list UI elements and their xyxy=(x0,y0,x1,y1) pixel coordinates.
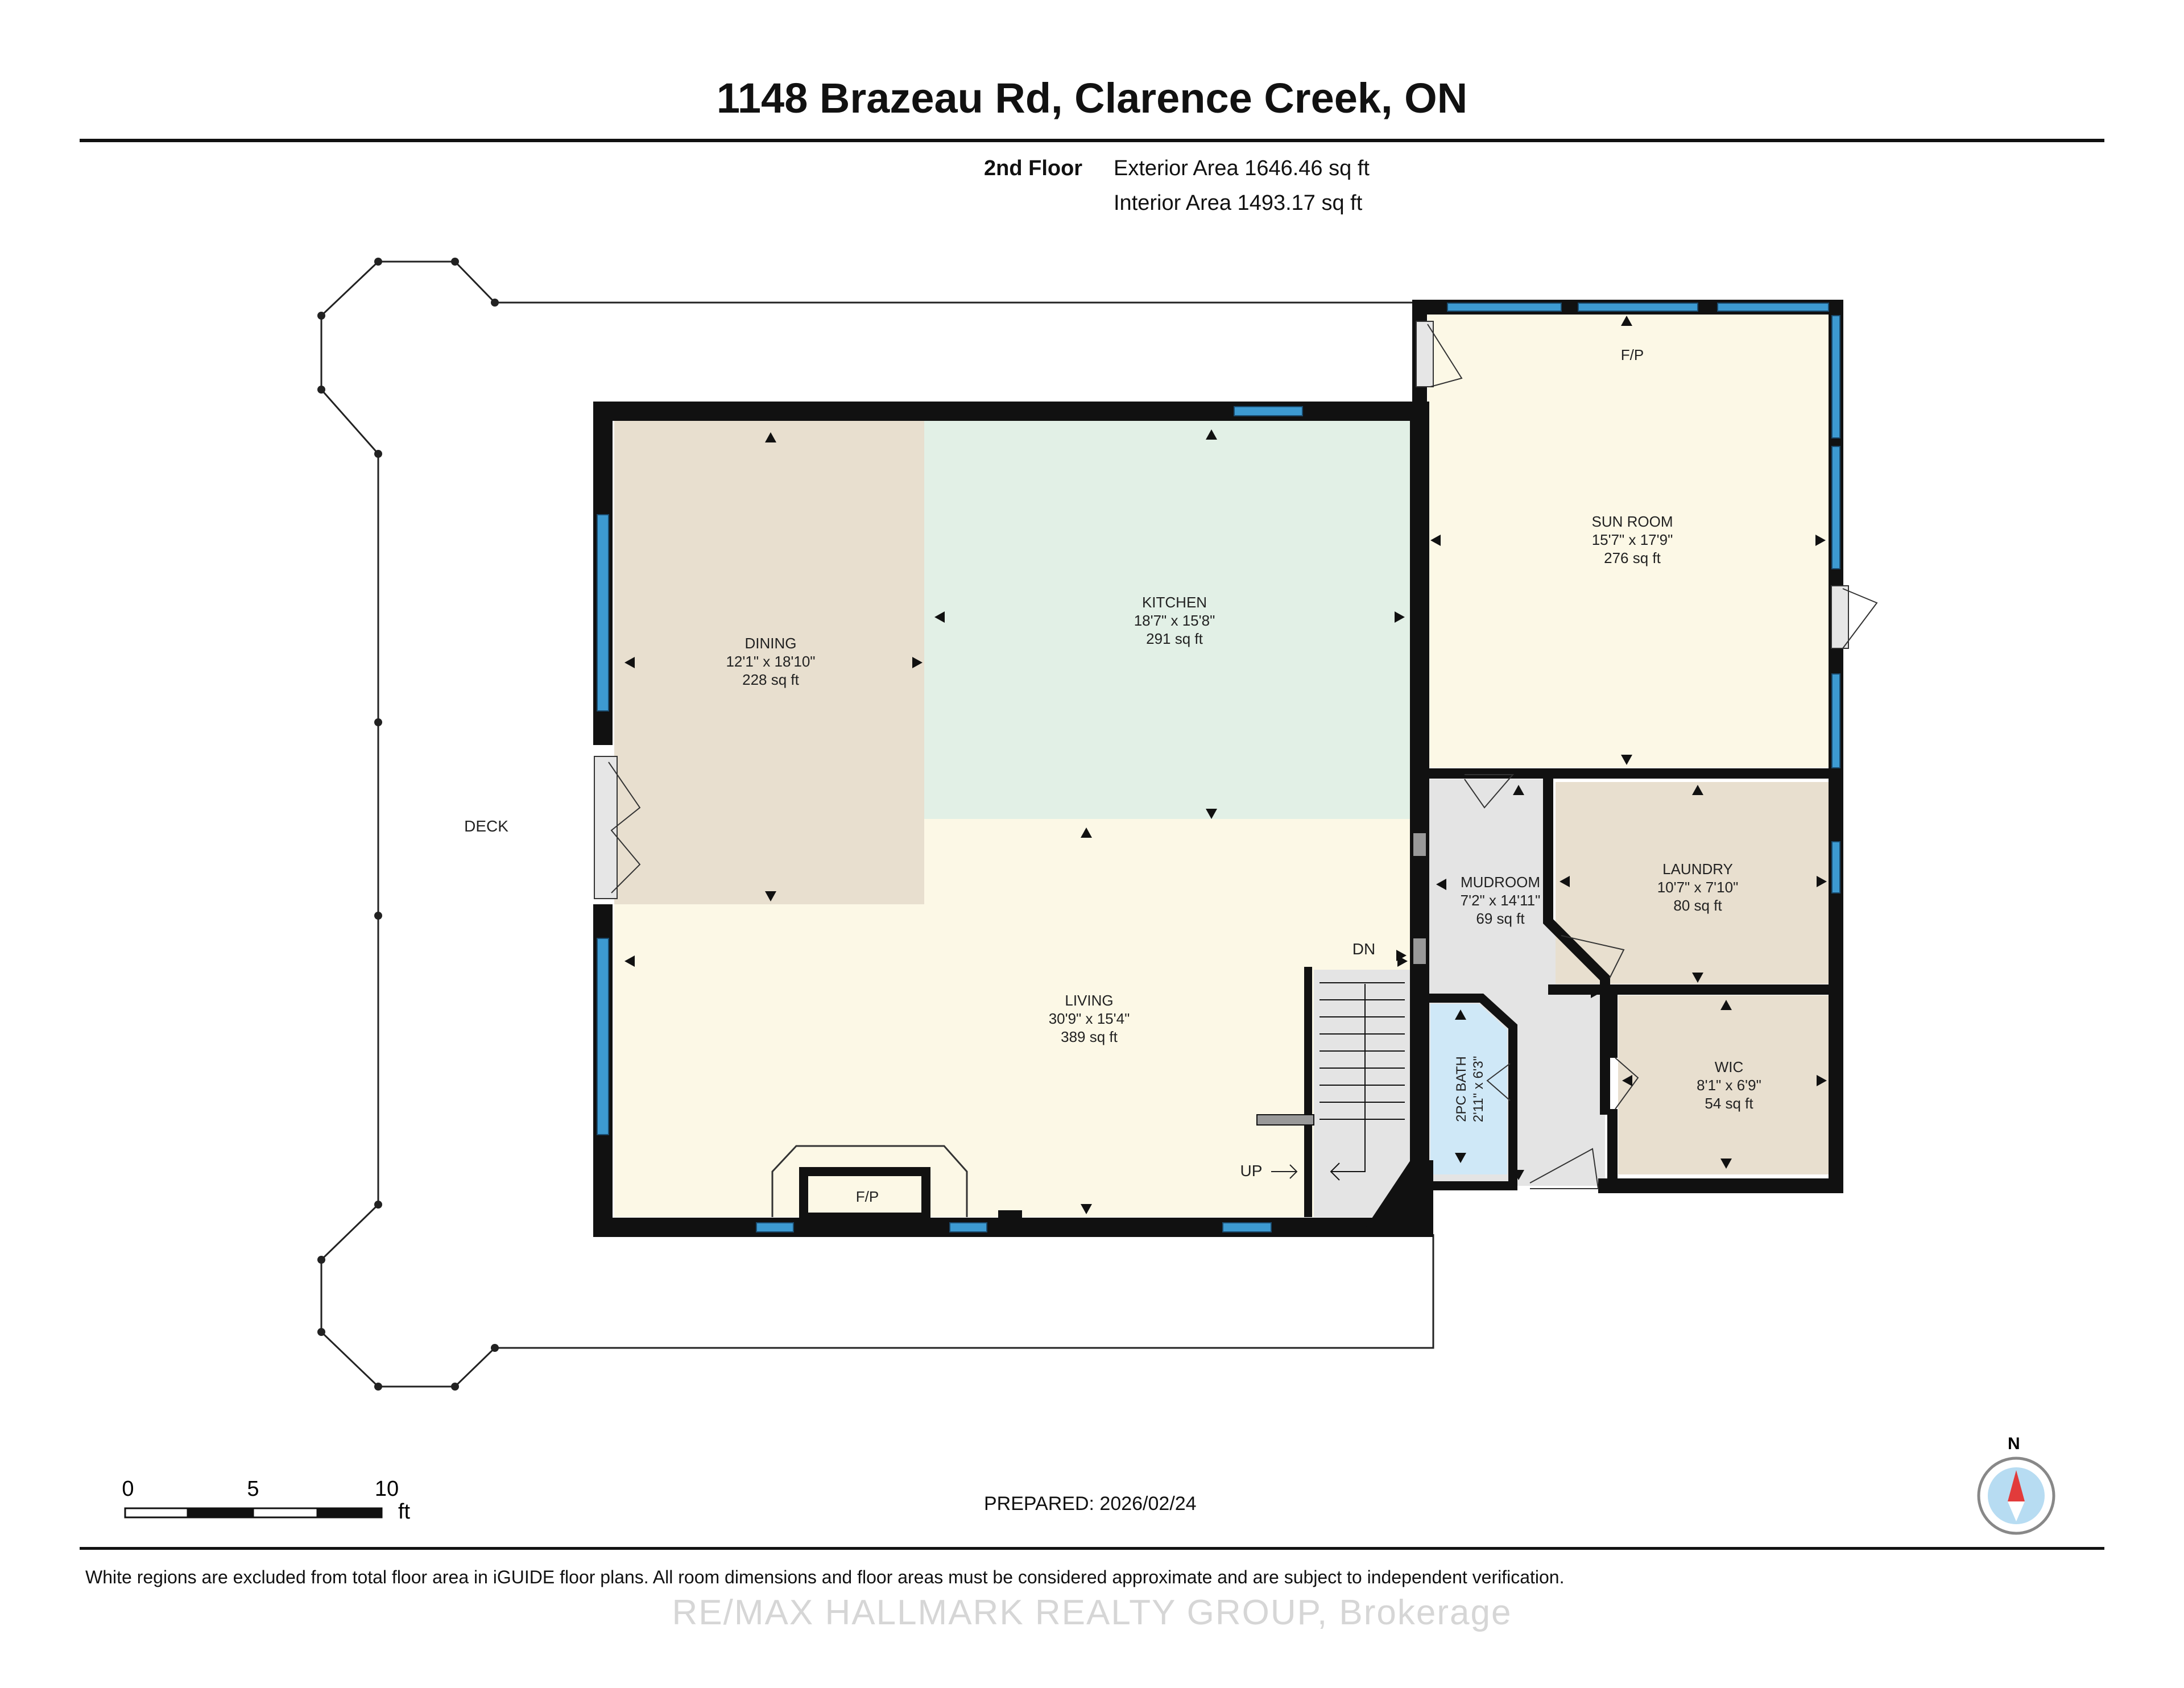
stair-corner xyxy=(1359,1160,1433,1237)
laundry-dims: 10'7" x 7'10" xyxy=(1657,879,1739,896)
living-dims: 30'9" x 15'4" xyxy=(1049,1010,1130,1027)
exterior-area: Exterior Area 1646.46 sq ft xyxy=(1114,156,1370,180)
up-arrow xyxy=(1271,1164,1298,1179)
sunroom-name: SUN ROOM xyxy=(1592,513,1673,530)
interior-area: Interior Area 1493.17 sq ft xyxy=(1114,191,1363,215)
bath-label: 2PC BATH 2'11" x 6'3" xyxy=(1454,1056,1486,1123)
compass-north-label: N xyxy=(2008,1434,2020,1453)
mudroom-name: MUDROOM xyxy=(1461,874,1540,891)
windows xyxy=(597,303,1840,1232)
scale-bar xyxy=(124,1507,383,1519)
mudroom-label: MUDROOM 7'2" x 14'11" 69 sq ft xyxy=(1461,874,1541,927)
deck-label: DECK xyxy=(464,817,508,835)
dining-dims: 12'1" x 18'10" xyxy=(726,653,815,670)
scale-unit: ft xyxy=(398,1500,411,1524)
wic-fill xyxy=(1618,995,1829,1174)
scale-tick-5: 5 xyxy=(247,1477,259,1501)
dining-fill xyxy=(614,421,924,904)
stair-treads xyxy=(1256,982,1405,1181)
mudroom-dims: 7'2" x 14'11" xyxy=(1461,892,1541,909)
deck-post-dots xyxy=(317,258,499,1391)
sunroom-dims: 15'7" x 17'9" xyxy=(1592,531,1673,548)
dining-label: DINING 12'1" x 18'10" 228 sq ft xyxy=(726,635,815,688)
header-divider xyxy=(80,139,2104,142)
page-title: 1148 Brazeau Rd, Clarence Creek, ON xyxy=(716,75,1468,122)
scale-tick-10: 10 xyxy=(375,1477,399,1501)
mudroom-area: 69 sq ft xyxy=(1476,910,1525,927)
bath-name: 2PC BATH xyxy=(1454,1056,1469,1122)
stairs-fill xyxy=(1314,970,1410,1217)
laundry-name: LAUNDRY xyxy=(1662,860,1733,878)
dimension-arrows xyxy=(624,316,1827,1214)
wic-label: WIC 8'1" x 6'9" 54 sq ft xyxy=(1697,1058,1761,1112)
kitchen-fill xyxy=(924,421,1410,819)
floor-label: 2nd Floor xyxy=(984,156,1083,180)
kitchen-name: KITCHEN xyxy=(1142,594,1207,611)
sunroom-label: SUN ROOM 15'7" x 17'9" 276 sq ft F/P xyxy=(1592,346,1673,566)
bath-fill xyxy=(1430,1004,1507,1174)
laundry-fill xyxy=(1556,782,1829,984)
stairs-up-label: UP xyxy=(1240,1162,1263,1180)
laundry-label: LAUNDRY 10'7" x 7'10" 80 sq ft xyxy=(1657,860,1739,914)
mudroom-opening-top xyxy=(1413,833,1426,856)
doors xyxy=(594,321,1878,1189)
kitchen-label: KITCHEN 18'7" x 15'8" 291 sq ft xyxy=(1134,594,1215,647)
wic-area: 54 sq ft xyxy=(1705,1095,1753,1112)
laundry-area: 80 sq ft xyxy=(1673,897,1722,914)
footer-divider xyxy=(80,1547,2104,1550)
compass-icon xyxy=(1977,1457,2055,1535)
dining-area: 228 sq ft xyxy=(742,671,800,688)
disclaimer: White regions are excluded from total fl… xyxy=(85,1567,1565,1587)
living-name: LIVING xyxy=(1065,992,1113,1009)
dining-name: DINING xyxy=(745,635,797,652)
watermark: RE/MAX HALLMARK REALTY GROUP, Brokerage xyxy=(672,1593,1512,1632)
mudroom-opening-bottom xyxy=(1413,938,1426,964)
fireplace xyxy=(771,1145,1022,1223)
kitchen-area: 291 sq ft xyxy=(1146,630,1203,647)
wic-name: WIC xyxy=(1715,1058,1744,1075)
prepared-date: PREPARED: 2026/02/24 xyxy=(984,1493,1197,1515)
sunroom-area: 276 sq ft xyxy=(1604,549,1661,566)
living-area: 389 sq ft xyxy=(1061,1028,1118,1045)
sunroom-fill xyxy=(1428,310,1830,768)
scale-tick-0: 0 xyxy=(122,1477,134,1501)
kitchen-dims: 18'7" x 15'8" xyxy=(1134,612,1215,629)
stairs-down-label: DN xyxy=(1352,940,1375,958)
living-fireplace-label: F/P xyxy=(856,1188,879,1205)
wic-dims: 8'1" x 6'9" xyxy=(1697,1077,1761,1094)
living-label: LIVING 30'9" x 15'4" 389 sq ft F/P xyxy=(856,992,1130,1205)
bath-dims: 2'11" x 6'3" xyxy=(1471,1056,1486,1123)
sunroom-fireplace-label: F/P xyxy=(1621,346,1644,363)
